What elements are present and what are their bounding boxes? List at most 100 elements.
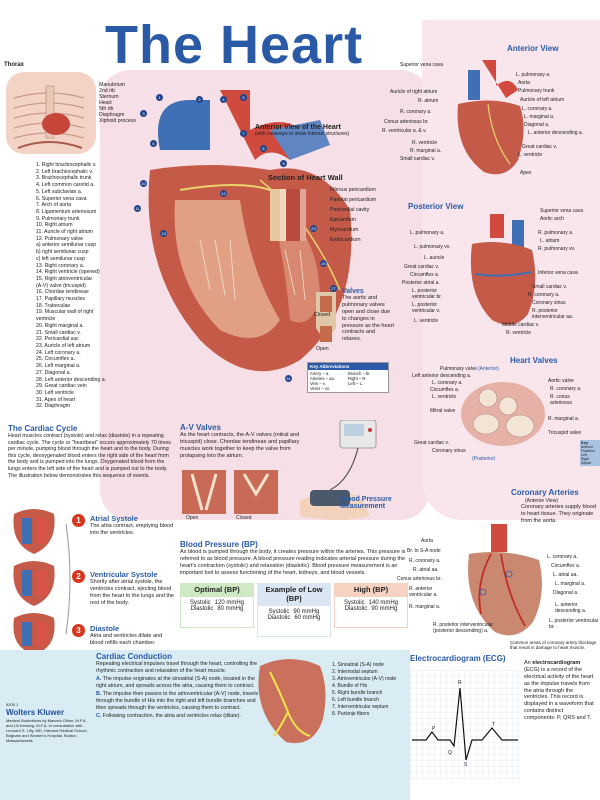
coronary-label: Circumflex a. [551,563,581,569]
thorax-label-list: Manubrium 2nd rib Sternum Heart 5th rib … [99,82,136,124]
legend-item: 17. Papillary muscles [36,296,86,303]
coronary-panel: Coronary Arteries (Anterior View) Corona… [397,488,600,648]
bp-diastolic-label: Diastolic [190,606,214,612]
abbreviation-item: Right – R. [348,376,367,381]
heart-wall-illustration [270,189,306,241]
posterior-view-heading: Posterior View [408,202,464,211]
conduction-text-block: Cardiac Conduction Repeating electrical … [96,652,266,720]
heart-valves-panel: Heart Valves (Anterior) (Posterior) Pulm… [410,356,600,476]
ecg-text-post: (ECG) is a record of the electrical acti… [524,666,594,721]
coronary-label: R. atrial aa. [413,567,439,573]
abbreviation-col: Artery – a. Arteries – aa. Vein – v. Vei… [310,371,348,391]
conduction-key-item: 4. Bundle of His [332,683,368,689]
posterior-label: Posterior atrial a. [402,280,440,286]
anterior-label: R. ventricular a. & v. [382,128,427,134]
marker: 7 [240,130,247,137]
phase-number: 1 [72,514,85,527]
posterior-label: R. pulmonary vv. [538,246,576,252]
heart-wall-label: Pericardial cavity [330,207,370,213]
posterior-label: Middle cardiac v. [502,322,540,328]
coronary-subheading: (Anterior View) [525,498,558,504]
legend-item: 5. Left subclavian a. [36,188,83,195]
heart-wall-labels: Fibrous pericardium Parietal pericardium… [330,185,376,245]
thorax-illustration [6,72,96,154]
anterior-apex-label: Apex [520,170,532,176]
legend-item: 26. Left marginal a. [36,363,81,370]
thorax-label: Sternum [99,94,119,100]
valves-key-item: Key [581,441,588,445]
abbreviation-item: Left – L. [348,381,364,386]
valves-key-item: Right [581,457,590,461]
heart-valves-label: Aortic valve [548,378,574,384]
valve-closed-label: Closed [314,312,331,318]
heart-valves-heading: Heart Valves [510,356,558,365]
abbreviation-col: Branch – br. Right – R. Left – L. [348,371,371,391]
thorax-label: 5th rib [99,106,114,112]
conduction-key-item: 1. Sinoatrial (S-A) node [332,662,384,668]
bp-systolic-label: Systolic [189,600,211,606]
coronary-label: L. posterior ventricular br. [549,618,599,630]
coronary-label: R. coronary a. [409,558,441,564]
bp-systolic-label: Systolic [268,609,290,615]
posterior-label: L. auricle [424,255,445,261]
marker: 9 [280,160,287,167]
anterior-label: Superior vena cava [400,62,444,68]
anterior-cutaway-heading: Anterior View of the Heart (with cutaway… [255,124,395,137]
valve-open-label: Open [316,346,329,352]
legend-item: 22. Pericardial sac [36,336,79,343]
coronary-note: Common areas of coronary artery blockage… [510,640,597,651]
ecg-wave-label: T [492,722,496,728]
thorax-label: Heart [99,100,112,106]
heart-wall-label: Endocardium [330,237,361,243]
valves-posterior-label: (Posterior) [472,456,496,462]
coronary-label: R. anterior ventricular a. [409,586,438,598]
conduction-step-letter: A. [96,676,102,683]
legend-item: 12. Pulmonary valve [36,235,83,242]
coronary-label: L. coronary a. [547,554,578,560]
conduction-key-item: 8. Purkinje fibers [332,711,370,717]
bp-device-illustration [300,419,377,520]
posterior-view-panel: Posterior View L. pulmonary a. L. pulmon… [402,198,600,348]
posterior-label: Small cardiac v. [532,284,567,290]
valves-heading: Valves [342,288,364,295]
bp-measurement-heading: Blood Pressure Measurement [340,496,392,510]
heart-wall-heading: Section of Heart Wall [268,173,343,182]
legend-item: 28. Left anterior descending a. [36,376,107,383]
phase-text: Atria and ventricles dilate and blood re… [90,633,163,646]
publisher-name: Wolters Kluwer [6,708,65,717]
anterior-label: Auricle of left atrium [520,97,565,103]
coronary-label: Br. to S-A node [407,548,441,554]
bp-diastolic-value: 80 mmHg [217,606,244,612]
ecg-wave-label: R [458,680,462,686]
marker: 4 [220,96,227,103]
anterior-cutaway-subtitle: (with cutaways to show internal structur… [255,131,350,137]
conduction-step-text: Following contraction, the atria and ven… [102,713,241,720]
anterior-label: Conus arteriosus br. [384,119,429,125]
heart-valves-label: Left anterior descending a. [412,373,472,379]
posterior-label: Great cardiac v. [404,264,439,270]
legend-item: 18. Trabeculae [36,302,71,309]
marker: 24 [320,260,327,267]
bp-systolic-value: 120 mmHg [214,600,244,606]
phase-1: 1 Atrial Systole The atria contract, emp… [72,514,176,537]
marker: 27 [330,285,337,292]
heart-valves-label: Mitral valve [430,408,456,414]
coronary-label: Diagonal a. [553,590,579,596]
bp-systolic-label: Systolic [343,600,365,606]
phase-title: Diastole [90,624,120,633]
legend-item: (A-V) valve (tricuspid) [36,282,86,289]
ecg-wave-label: S [464,762,468,768]
coronary-label: Conus arteriosus br. [397,576,442,582]
posterior-label: Circumflex a. [410,272,440,278]
bp-column-head: Optimal (BP) [180,583,254,596]
conduction-heading: Cardiac Conduction [96,652,173,661]
av-valves-heading: A-V Valves [180,423,221,432]
cardiac-cycle-text: Heart muscles contract (systole) and rel… [8,433,171,479]
